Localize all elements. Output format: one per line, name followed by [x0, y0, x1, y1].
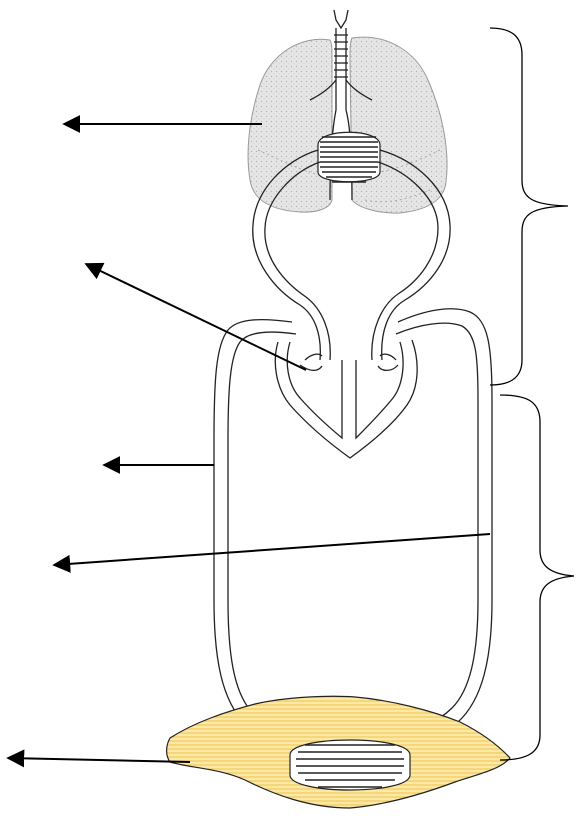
arrow-tissue — [8, 758, 190, 762]
brace-systemic — [500, 395, 574, 760]
arrow-artery — [54, 534, 490, 565]
arrow-heart — [86, 264, 306, 370]
right-lung — [350, 37, 447, 213]
vena-cava — [214, 320, 300, 740]
heart — [275, 340, 417, 458]
systemic-loop — [214, 309, 492, 740]
tissue-capillaries — [167, 696, 510, 808]
pulmonary-capillary-bed — [318, 132, 380, 182]
left-lung — [248, 39, 332, 212]
braces — [490, 28, 574, 760]
brace-pulmonary — [490, 28, 568, 385]
heart-outline — [275, 340, 417, 458]
label-arrows — [8, 124, 490, 762]
